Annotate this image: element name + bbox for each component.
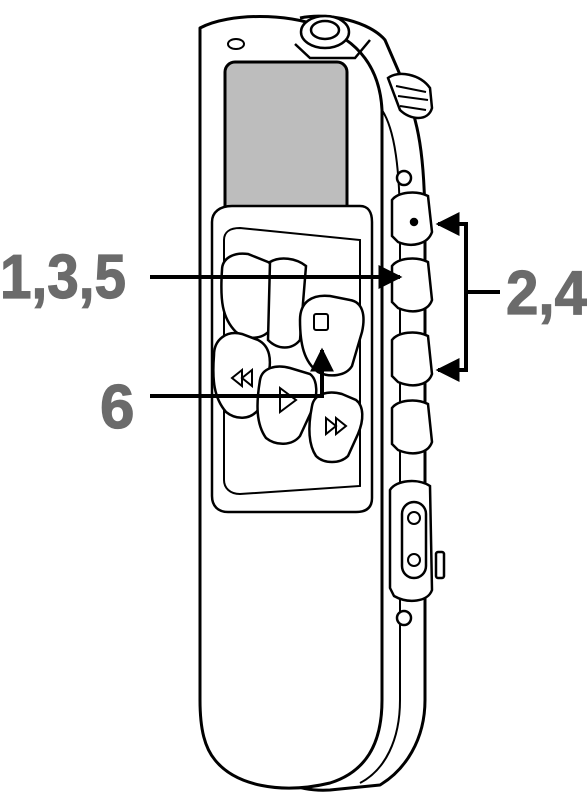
rewind-icon	[230, 367, 253, 389]
fast-forward-icon	[325, 415, 348, 437]
bracket-2-4	[435, 212, 468, 382]
top-microphone	[294, 14, 371, 60]
volume-plus-icon	[407, 511, 421, 525]
volume-minus-icon	[407, 553, 421, 567]
side-button-4[interactable]	[390, 399, 434, 455]
jack-connector	[386, 72, 434, 120]
label-1-3-5: 1,3,5	[0, 243, 126, 312]
stop-button[interactable]	[298, 294, 365, 377]
record-dot-icon	[409, 217, 419, 227]
record-indicator-light	[227, 38, 245, 50]
side-screw-top	[395, 169, 413, 187]
side-buttons	[388, 169, 446, 627]
stop-icon	[313, 313, 329, 331]
callout-arrows	[150, 212, 500, 398]
menu-button[interactable]	[266, 257, 308, 349]
label-6: 6	[100, 373, 134, 442]
label-2-4: 2,4	[506, 259, 587, 328]
side-button-2[interactable]	[390, 257, 434, 313]
hold-switch[interactable]	[434, 550, 446, 580]
side-screw-bottom	[395, 609, 413, 627]
arrow-6	[150, 347, 334, 398]
side-button-3[interactable]	[390, 331, 434, 387]
